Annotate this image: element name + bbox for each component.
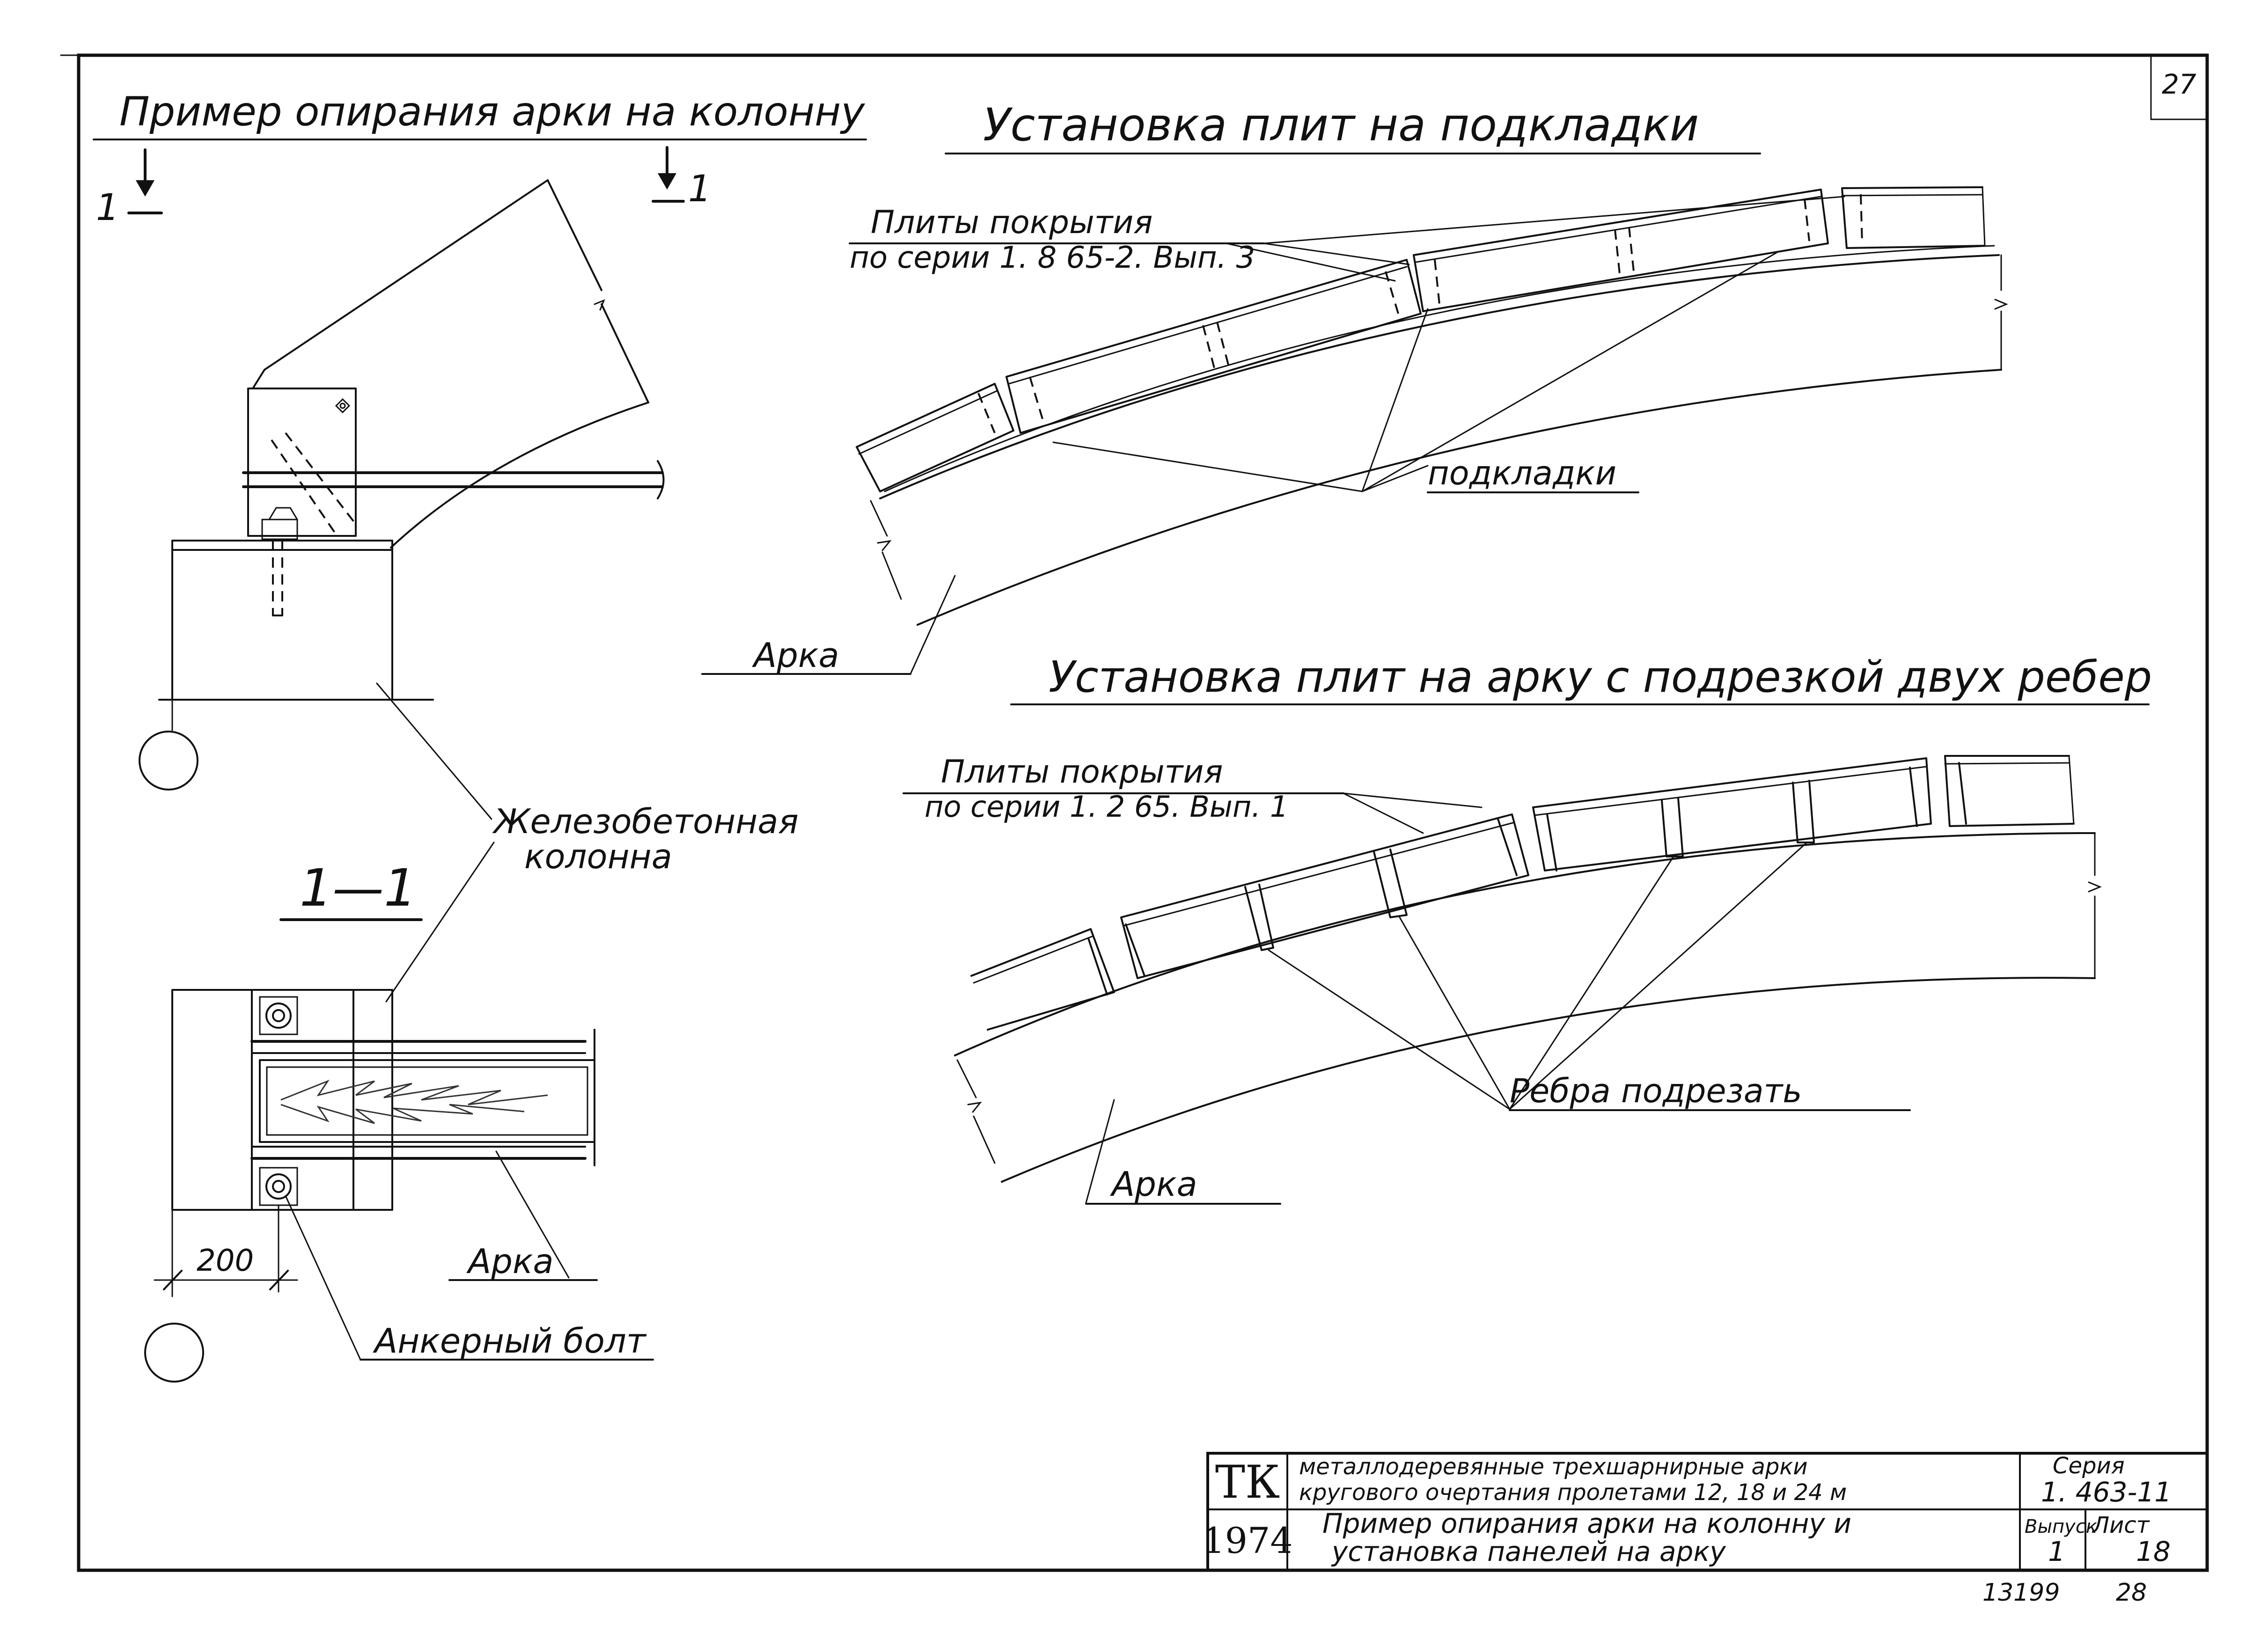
title-block-org: ТК bbox=[1215, 1456, 1280, 1508]
slab-3 bbox=[1413, 189, 1829, 312]
label-anchor-bolt: Анкерный болт bbox=[373, 1321, 647, 1361]
title-block-issue-label: Выпуск bbox=[2025, 1516, 2097, 1537]
title-block-year: 1974 bbox=[1202, 1520, 1292, 1561]
anchor-bolt-bottom bbox=[259, 1167, 298, 1206]
title-block-sheet-title-line1: Пример опирания арки на колонну и bbox=[1322, 1508, 1851, 1539]
slab2-3 bbox=[1532, 757, 1932, 871]
footer-page-number: 28 bbox=[2116, 1579, 2147, 1607]
title-block-series-value: 1. 463-11 bbox=[2041, 1476, 2172, 1508]
label-column-line2: колонна bbox=[524, 837, 672, 876]
slab-1 bbox=[856, 383, 1014, 492]
title-block-sheet-value: 18 bbox=[2136, 1536, 2171, 1567]
left-section-title: Пример опирания арки на колонну bbox=[119, 88, 865, 135]
arch-top-curve bbox=[879, 254, 2000, 499]
section-mark-left: 1 bbox=[96, 148, 163, 229]
sheet-number: 27 bbox=[2162, 68, 2196, 100]
svg-text:1: 1 bbox=[688, 168, 712, 210]
axis-marker-top bbox=[139, 731, 198, 791]
title-block-sheet-title-line2: установка панелей на арку bbox=[1331, 1536, 1726, 1567]
arch-elevation bbox=[252, 179, 649, 549]
drawing-frame bbox=[60, 53, 2209, 1572]
title-block: ТК 1974 металлодеревянные трехшарнирные … bbox=[1202, 1452, 2209, 1572]
svg-text:200: 200 bbox=[197, 1244, 254, 1278]
arch-bottom-curve bbox=[917, 369, 2002, 626]
section-mark-right: 1 bbox=[652, 146, 712, 210]
label-slabs2-line2: по серии 1. 2 65. Вып. 1 bbox=[925, 790, 1288, 824]
title-block-series-label: Серия bbox=[2053, 1453, 2125, 1479]
slab-2 bbox=[1006, 259, 1422, 434]
axis-marker-bottom bbox=[144, 1323, 204, 1383]
title-block-issue-value: 1 bbox=[2048, 1536, 2065, 1567]
plan-view bbox=[171, 989, 595, 1211]
label-arch-top-right: Арка bbox=[752, 636, 839, 675]
label-column-line1: Железобетонная bbox=[492, 802, 799, 841]
footer-inventory-number: 13199 bbox=[1982, 1579, 2060, 1607]
title-block-project-line1: металлодеревянные трехшарнирные арки bbox=[1299, 1454, 1808, 1480]
label-arch-bottom-right: Арка bbox=[1110, 1164, 1197, 1204]
label-slabs-line2: по серии 1. 8 65-2. Вып. 3 bbox=[850, 241, 1255, 275]
top-right-section: Установка плит на подкладки bbox=[701, 99, 2008, 675]
anchor-bolt-top bbox=[259, 996, 298, 1035]
section-title: 1—1 bbox=[300, 858, 417, 918]
label-arch-plan: Арка bbox=[466, 1242, 554, 1281]
top-right-title: Установка плит на подкладки bbox=[983, 99, 1699, 151]
slab2-1 bbox=[970, 928, 1115, 1031]
slab2-4 bbox=[1944, 755, 2075, 827]
arch2-top-curve bbox=[954, 832, 2096, 1056]
label-pads: подкладки bbox=[1428, 454, 1616, 492]
title-block-sheet-label: Лист bbox=[2092, 1512, 2151, 1538]
column-elevation bbox=[139, 540, 434, 791]
left-section: Пример опирания арки на колонну 1 1 bbox=[93, 88, 867, 1383]
dimension-200: 200 bbox=[144, 1204, 298, 1383]
svg-text:1: 1 bbox=[96, 187, 119, 229]
label-slabs-line1: Плиты покрытия bbox=[871, 204, 1152, 241]
bottom-right-title: Установка плит на арку с подрезкой двух … bbox=[1049, 652, 2152, 702]
slab-4 bbox=[1841, 186, 1986, 249]
label-ribs: Ребра подрезать bbox=[1510, 1072, 1802, 1110]
bottom-right-section: Установка плит на арку с подрезкой двух … bbox=[903, 652, 2152, 1205]
slab2-2 bbox=[1120, 813, 1529, 979]
steel-shoe-elevation bbox=[242, 388, 665, 540]
title-block-project-line2: кругового очертания пролетами 12, 18 и 2… bbox=[1299, 1479, 1847, 1506]
arch2-bottom-curve bbox=[1001, 977, 2096, 1183]
label-slabs2-line1: Плиты покрытия bbox=[941, 754, 1223, 791]
